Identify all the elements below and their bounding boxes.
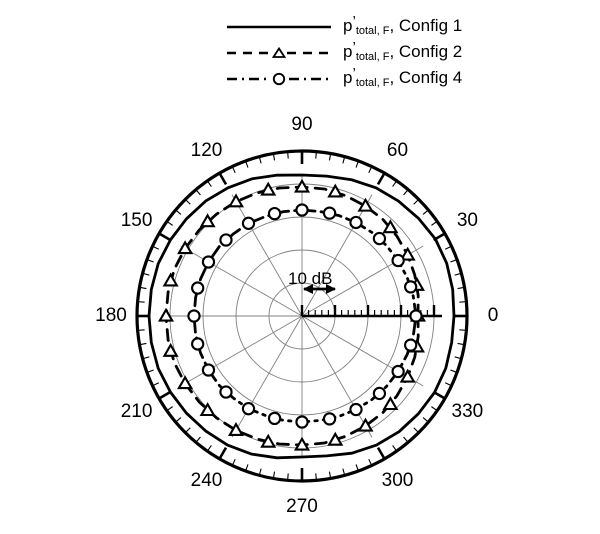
legend-subscript-config-1: total, F [355, 25, 390, 37]
legend: p’total, F, Config 1 p’total, F, Config … [225, 13, 525, 92]
legend-text-config-4: , Config 4 [389, 68, 463, 87]
series-layer [147, 173, 456, 460]
legend-label-config-1: p’total, F, Config 1 [333, 13, 463, 37]
outer-circle-layer [135, 149, 469, 483]
angle-label-300: 300 [381, 470, 414, 492]
angle-label-60: 60 [386, 139, 409, 161]
legend-label-config-4: p’total, F, Config 4 [333, 65, 463, 89]
legend-text-config-2: , Config 2 [389, 42, 463, 61]
angle-label-150: 150 [120, 209, 153, 231]
legend-subscript-config-2: total, F [355, 51, 390, 63]
legend-label-config-2: p’total, F, Config 2 [333, 39, 463, 63]
angle-label-330: 330 [451, 400, 484, 422]
angle-label-210: 210 [120, 400, 153, 422]
angle-label-270: 270 [286, 496, 318, 517]
legend-line-sample-config-2 [225, 41, 333, 65]
legend-entry-config-2: p’total, F, Config 2 [225, 39, 525, 66]
legend-prime-config-4: ’ [352, 65, 356, 82]
angle-label-120: 120 [190, 139, 223, 161]
legend-subscript-config-4: total, F [355, 77, 390, 89]
legend-symbol-config-4: p [343, 68, 353, 87]
legend-symbol-config-1: p [343, 16, 353, 35]
angle-label-0: 0 [487, 305, 499, 326]
angle-label-240: 240 [190, 470, 223, 492]
legend-prime-config-1: ’ [352, 13, 356, 30]
legend-entry-config-4: p’total, F, Config 4 [225, 65, 525, 92]
angle-label-30: 30 [456, 209, 478, 231]
angle-label-90: 90 [291, 114, 313, 135]
legend-line-sample-config-4 [225, 67, 333, 91]
scale-annotation-label: 10 dB [288, 269, 333, 288]
angle-label-180: 180 [95, 305, 127, 326]
legend-text-config-1: , Config 1 [389, 16, 463, 35]
legend-line-sample-config-1 [225, 15, 333, 39]
legend-symbol-config-2: p [343, 42, 353, 61]
legend-entry-config-1: p’total, F, Config 1 [225, 13, 525, 40]
legend-prime-config-2: ’ [352, 39, 356, 56]
